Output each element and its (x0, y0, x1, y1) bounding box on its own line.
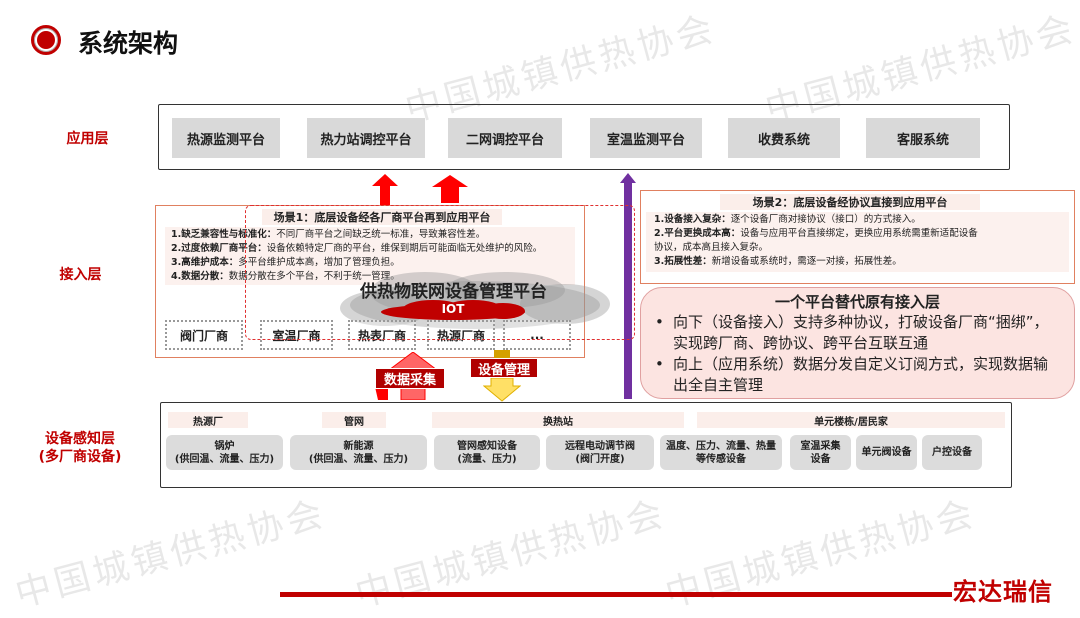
layer-label-app: 应用层 (66, 131, 109, 147)
overlay-line: 破设备厂商“捆绑”，实现跨厂商、 (673, 313, 1049, 352)
page-title: 系统架构 (78, 29, 179, 58)
scenario2-title: 场景2：底层设备经协议直接到应用平台 (720, 194, 980, 210)
device-unit-valve: 单元阀设备 (856, 435, 917, 470)
vendor-valve: 阀门厂商 (165, 320, 243, 350)
scenario2-issue: 3.拓展性差：新增设备或系统时，需逐一对接，拓展性差。 (654, 256, 902, 267)
company-logo: 宏达瑞信 (953, 578, 1053, 606)
overlay-line: 跨协议、跨平台互联互通 (763, 334, 929, 352)
platform-scope-dashed (245, 205, 635, 340)
scenario2-issue: 2.平台更换成本高：设备与应用平台直接绑定，更换应用系统需重新适配设备 (654, 228, 978, 239)
overlay-line: 阅方式，实现数据输出全自主管理 (673, 355, 1049, 394)
overlay-bullet-up: • 向上（应用系统）数据分发自定义订阅方式，实现数据输出全自主管理 (655, 354, 1060, 396)
up-arrow-wide-icon (432, 175, 468, 203)
vendor-room-temp: 室温厂商 (260, 320, 333, 350)
watermark: 中国城镇供热协会 (11, 493, 331, 616)
app-layer-box (158, 104, 1010, 170)
device-new-energy: 新能源(供回温、流量、压力) (290, 435, 427, 470)
app-billing[interactable]: 收费系统 (728, 118, 840, 158)
up-arrow-icon (372, 174, 398, 206)
app-secondary-network[interactable]: 二网调控平台 (448, 118, 562, 158)
app-station-control[interactable]: 热力站调控平台 (307, 118, 425, 158)
overlay-callout: 一个平台替代原有接入层 • 向下（设备接入）支持多种协议，打破设备厂商“捆绑”，实… (640, 287, 1075, 399)
layer-label-access: 接入层 (59, 267, 102, 283)
layer-label-device-line2: (多厂商设备) (38, 449, 122, 465)
device-manage-connector (494, 350, 510, 358)
category-pipe-network: 管网 (322, 412, 386, 428)
app-customer-service[interactable]: 客服系统 (866, 118, 980, 158)
layer-label-device: 设备感知层 (多厂商设备) (20, 430, 140, 466)
scenario1-issue: 1.缺乏兼容性与标准化：不同厂商平台之间缺乏统一标准，导致兼容性差。 (171, 229, 486, 240)
overlay-bullet: • (655, 313, 664, 331)
device-boiler: 锅炉(供回温、流量、压力) (166, 435, 283, 470)
category-heat-station: 换热站 (432, 412, 684, 428)
device-layer-box (160, 402, 1012, 488)
scenario1-issue: 4.数据分散：数据分散在多个平台，不利于统一管理。 (171, 271, 400, 282)
device-room-temp: 室温采集设备 (790, 435, 851, 470)
iot-cloud-icon (381, 300, 525, 320)
category-residential: 单元楼栋/居民家 (697, 412, 1005, 428)
purple-up-arrow-icon (620, 173, 636, 399)
scenario2-issue: 协议，成本高且接入复杂。 (654, 242, 769, 253)
down-arrow-icon (483, 378, 521, 402)
iot-label: IOT (441, 302, 465, 316)
layer-label-device-line1: 设备感知层 (45, 431, 115, 447)
vendor-more: ... (503, 320, 571, 350)
device-pipe-sensor: 管网感知设备(流量、压力) (434, 435, 540, 470)
scenario1-issue: 3.高维护成本：多平台维护成本高，增加了管理负担。 (171, 257, 400, 268)
vendor-heat-meter: 热表厂商 (348, 320, 416, 350)
app-room-temp-monitor[interactable]: 室温监测平台 (590, 118, 702, 158)
device-sensors: 温度、压力、流量、热量等传感设备 (660, 435, 782, 470)
title-bullet-icon (31, 25, 61, 55)
app-heat-source-monitor[interactable]: 热源监测平台 (172, 118, 280, 158)
device-remote-valve: 远程电动调节阀(阀门开度) (546, 435, 654, 470)
footer-line (280, 592, 952, 597)
platform-name: 供热物联网设备管理平台 (360, 282, 547, 302)
scenario1-title: 场景1：底层设备经各厂商平台再到应用平台 (262, 209, 502, 225)
scenario2-issues: 1.设备接入复杂：逐个设备厂商对接协议（接口）的方式接入。 2.平台更换成本高：… (646, 212, 1069, 272)
device-household-control: 户控设备 (922, 435, 982, 470)
scenario2-issue: 1.设备接入复杂：逐个设备厂商对接协议（接口）的方式接入。 (654, 214, 921, 225)
overlay-bullet-down: • 向下（设备接入）支持多种协议，打破设备厂商“捆绑”，实现跨厂商、跨协议、跨平台… (655, 312, 1060, 354)
overlay-title: 一个平台替代原有接入层 (774, 293, 940, 311)
overlay-line: 向下（设备接入）支持多种协议，打 (673, 313, 914, 331)
scenario1-issue: 2.过度依赖厂商平台：设备依赖特定厂商的平台，维保到期后可能面临无处维护的风险。 (171, 243, 543, 254)
device-manage-tag: 设备管理 (470, 358, 538, 378)
watermark: 中国城镇供热协会 (661, 493, 981, 616)
scenario1-issues: 1.缺乏兼容性与标准化：不同厂商平台之间缺乏统一标准，导致兼容性差。 2.过度依… (165, 227, 575, 285)
overlay-line: 向上（应用系统）数据分发自定义订 (673, 355, 914, 373)
overlay-bullet: • (655, 355, 664, 373)
watermark: 中国城镇供热协会 (351, 493, 671, 616)
category-heat-plant: 热源厂 (168, 412, 248, 428)
data-collect-tag: 数据采集 (375, 368, 445, 389)
